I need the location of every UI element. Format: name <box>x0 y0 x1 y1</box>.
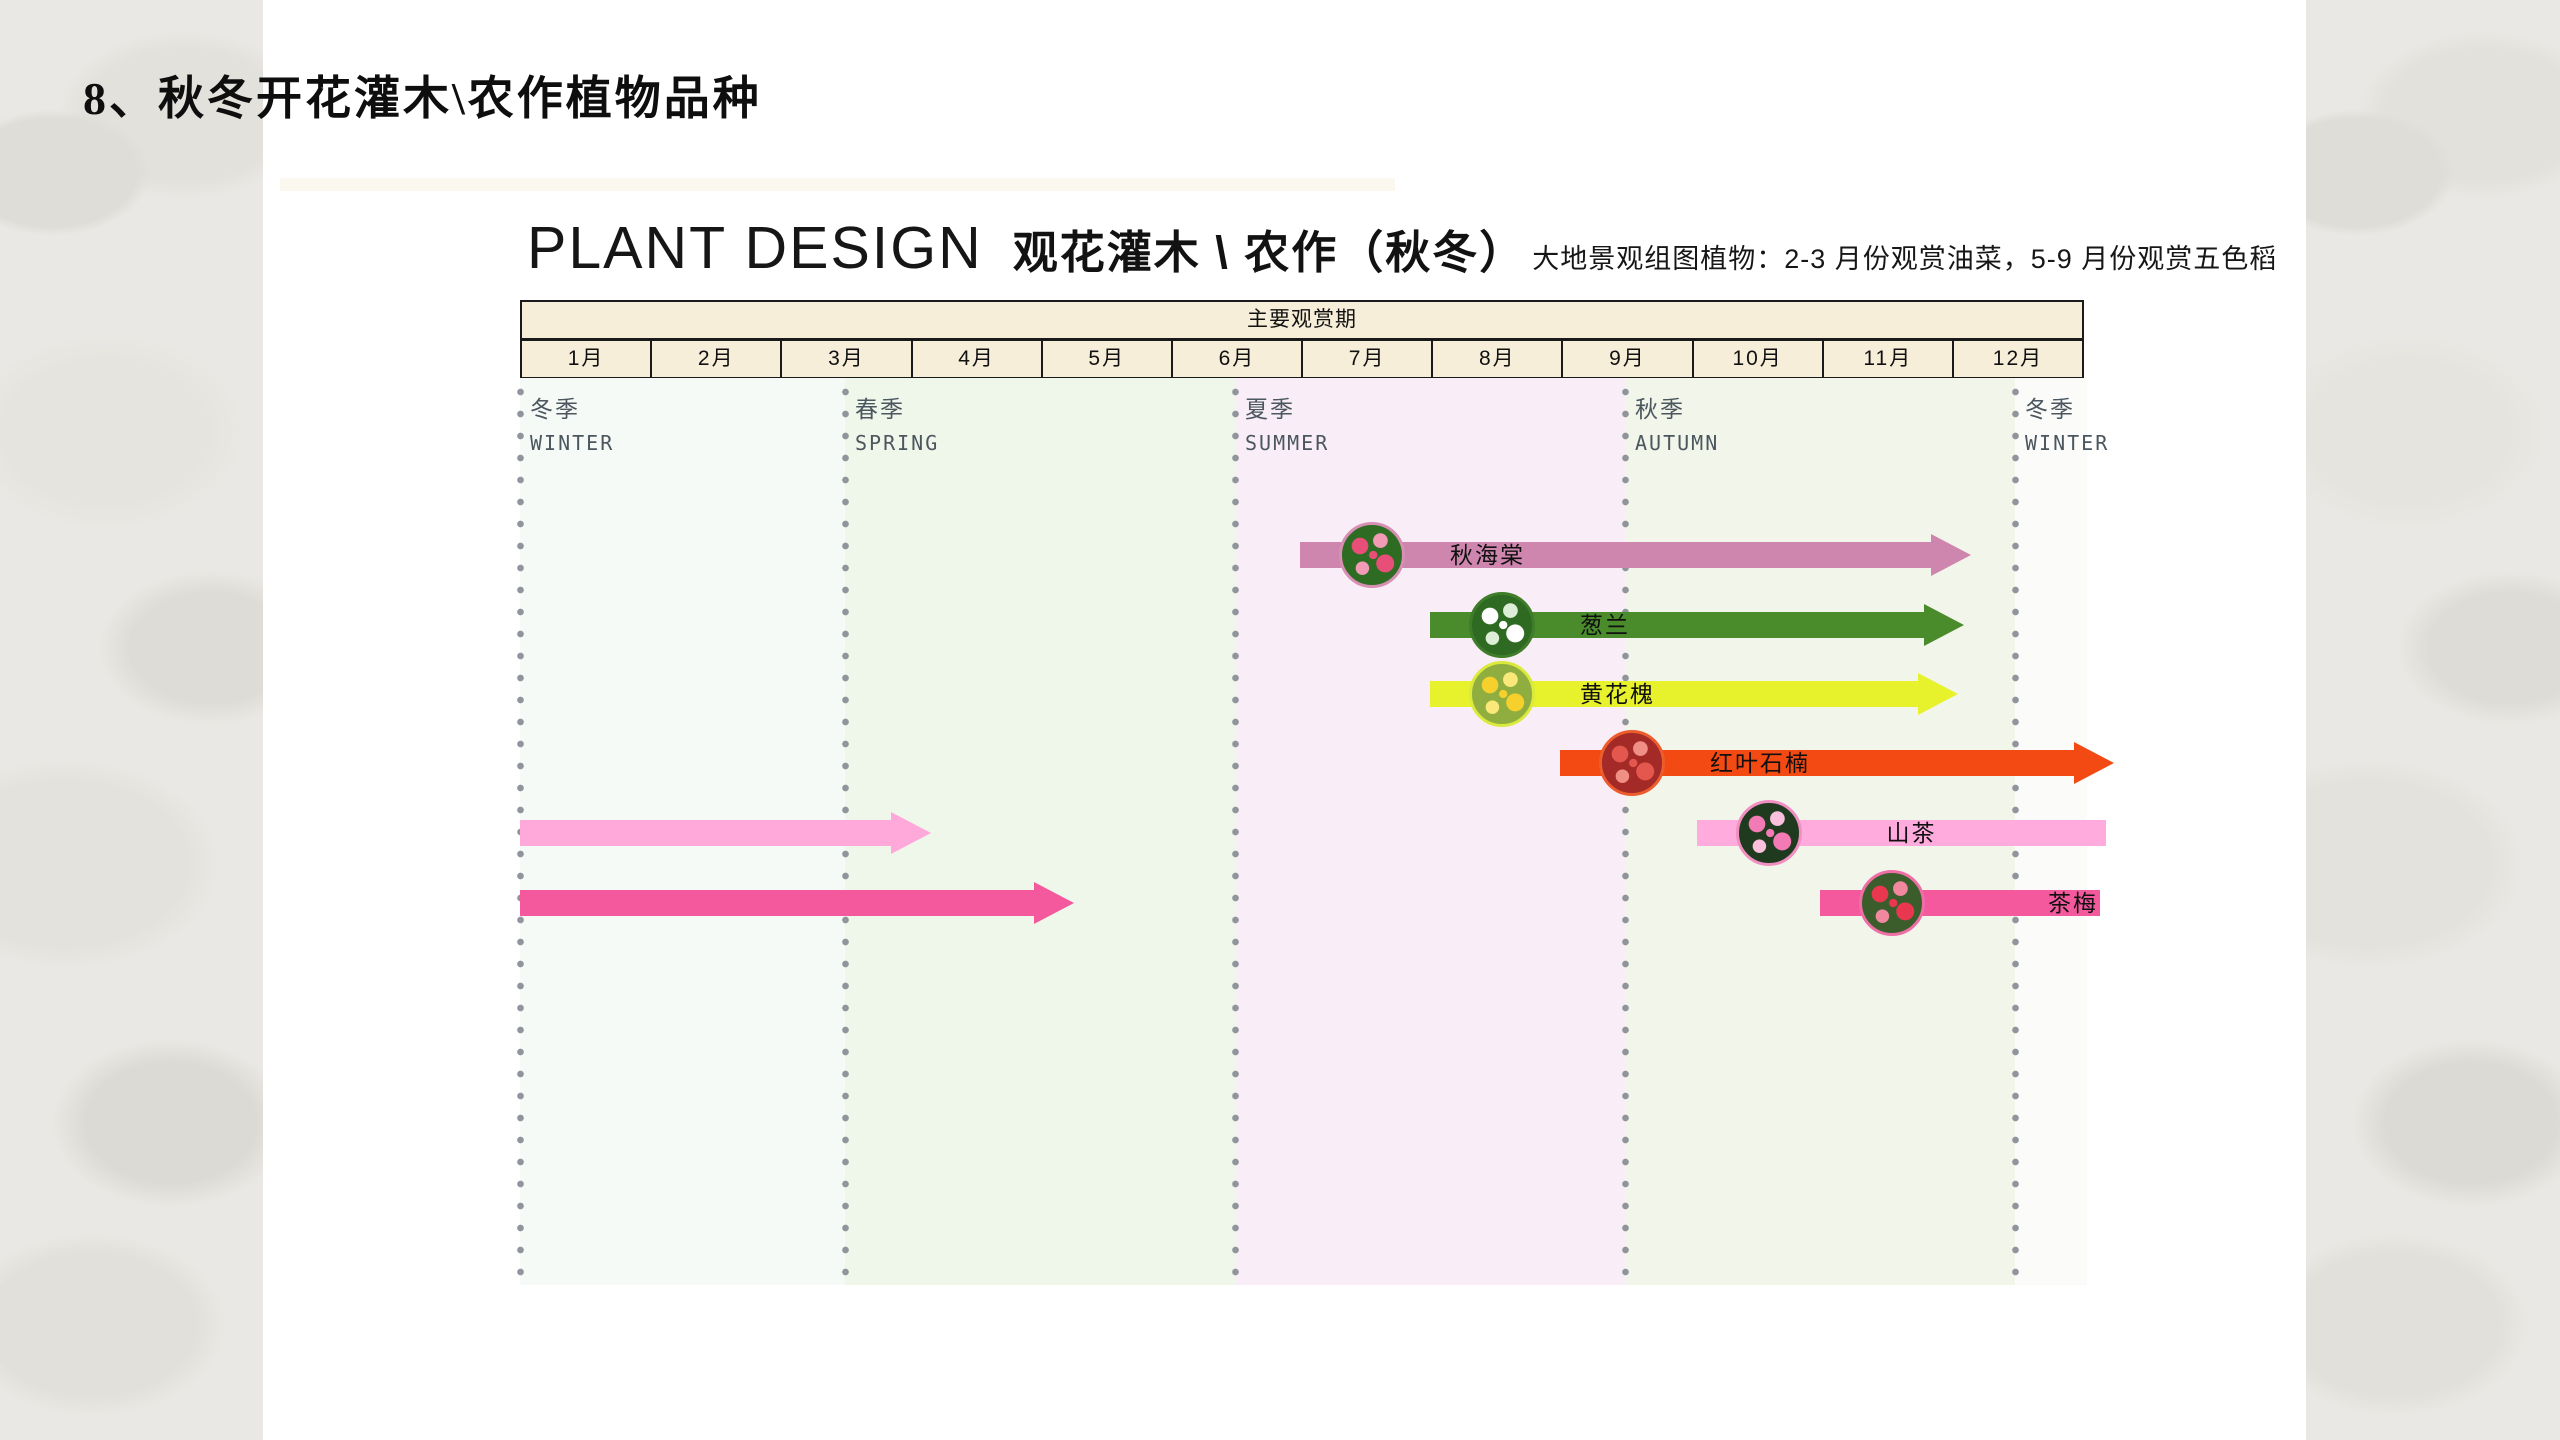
month-cell: 8月 <box>1433 341 1564 377</box>
month-cell: 7月 <box>1303 341 1434 377</box>
section-heading: PLANT DESIGN 观花灌木 \ 农作（秋冬） 大地景观组图植物：2-3 … <box>527 214 2277 282</box>
month-cell: 4月 <box>913 341 1043 377</box>
background-texture-left <box>0 0 263 1440</box>
viewing-period-table-header: 主要观赏期 <box>522 302 2082 341</box>
background-texture-right <box>2306 0 2560 1440</box>
divider-strip <box>280 178 1395 191</box>
heading-note: 大地景观组图植物：2-3 月份观赏油菜，5-9 月份观赏五色稻 <box>1532 244 2278 274</box>
plant-design-heading: PLANT DESIGN <box>527 215 983 281</box>
month-cell: 9月 <box>1563 341 1694 377</box>
month-cell: 10月 <box>1694 341 1824 377</box>
month-cell: 12月 <box>1992 347 2044 370</box>
page-title: 8、秋冬开花灌木\农作植物品种 <box>83 73 762 124</box>
month-cell: 11月 <box>1824 341 1954 377</box>
month-cell: 6月 <box>1173 341 1304 377</box>
month-cell: 3月 <box>782 341 913 377</box>
month-cell: 5月 <box>1043 341 1173 377</box>
heading-chinese: 观花灌木 \ 农作（秋冬） <box>1012 227 1527 278</box>
month-cell: 2月 <box>652 341 783 377</box>
month-cell: 1月 <box>522 341 653 377</box>
